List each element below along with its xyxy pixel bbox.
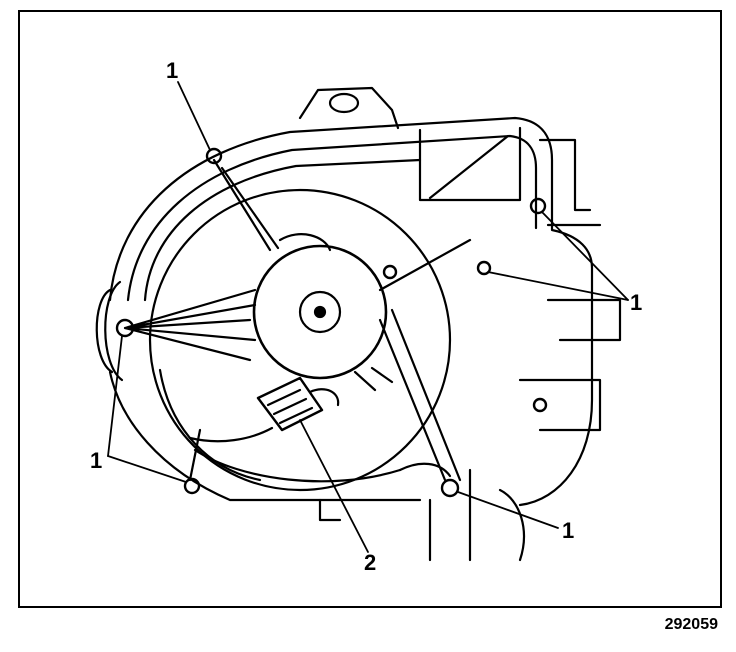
strut-left-fan — [123, 288, 257, 362]
motor-lower-boss — [353, 366, 394, 392]
duct-lines — [546, 223, 622, 342]
top-mount-hole — [328, 92, 360, 114]
callout-fastener-top: 1 — [166, 58, 179, 83]
connector-ribs — [266, 388, 314, 425]
lower-tab — [318, 498, 342, 522]
strut-bottom — [188, 428, 202, 482]
motor-top-boss — [278, 233, 332, 252]
lower-duct — [428, 468, 525, 562]
lower-right-block — [518, 378, 602, 432]
motor-hub — [298, 290, 342, 334]
top-mount-tab — [298, 86, 400, 130]
housing-inner-rim-2 — [143, 158, 422, 302]
fastener-screws — [115, 147, 548, 498]
duct-diagonal — [428, 134, 510, 200]
motor-connector — [256, 376, 324, 432]
diagram-frame — [18, 10, 722, 608]
duct-box — [418, 126, 522, 202]
strut-right — [378, 238, 472, 292]
motor-shaft — [313, 305, 327, 319]
duct-edge — [538, 138, 592, 212]
blower-motor — [252, 244, 388, 380]
callout-fastener-right: 1 — [630, 290, 643, 315]
callout-connector: 2 — [364, 550, 377, 575]
strut-top-2 — [220, 166, 280, 250]
figure-number: 292059 — [664, 616, 718, 633]
callout-fastener-left: 1 — [90, 448, 103, 473]
strut-top — [212, 158, 272, 252]
wire-harness — [188, 426, 274, 443]
strut-bottom-right — [378, 308, 462, 482]
blower-scroll — [148, 188, 452, 492]
lower-housing — [108, 370, 422, 502]
scroll-bottom — [193, 448, 402, 483]
left-bracket — [95, 288, 114, 374]
callout-fastener-bottom-right: 1 — [562, 518, 575, 543]
housing-inner-rim — [126, 134, 538, 302]
leader-lines — [107, 81, 629, 553]
left-bracket-2 — [104, 280, 124, 382]
scroll-lower-left — [158, 368, 262, 482]
housing-outer — [108, 116, 594, 507]
connector-lead — [308, 388, 340, 407]
lower-clip — [398, 462, 452, 478]
